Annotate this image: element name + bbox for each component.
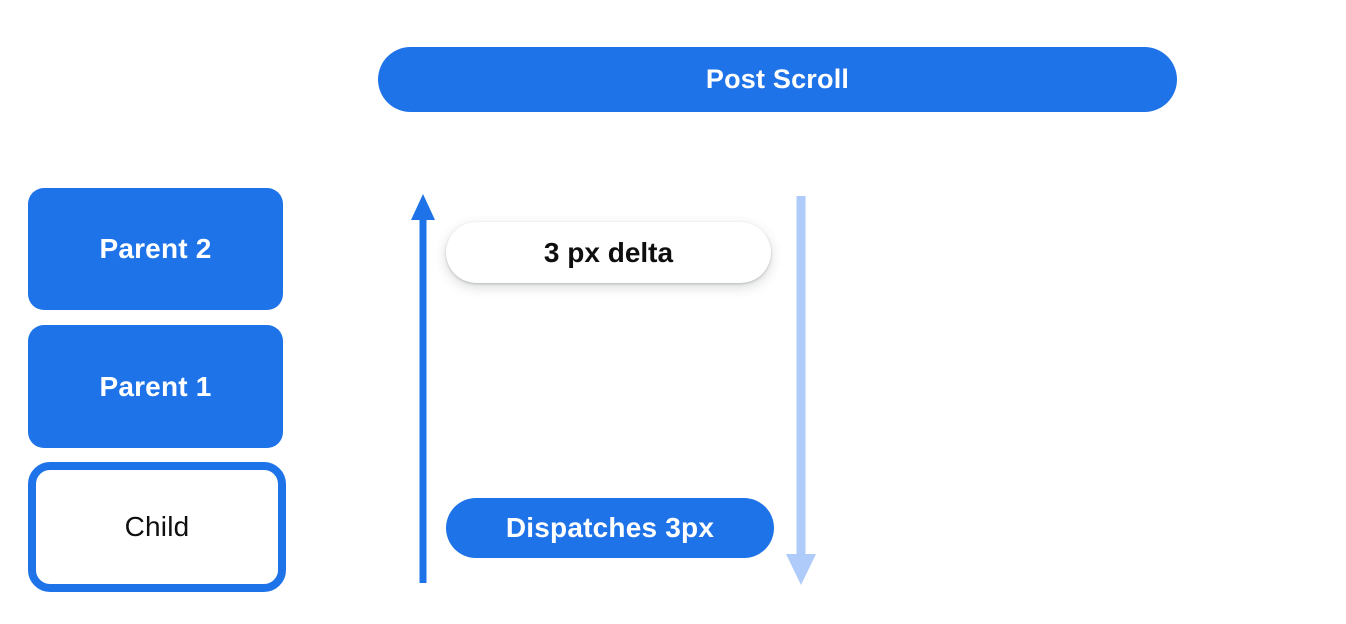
post-scroll-label: Post Scroll: [705, 64, 850, 94]
post-scroll-pill: Post Scroll: [378, 47, 1177, 112]
child-box: Child: [28, 462, 286, 592]
child-label: Child: [124, 511, 190, 542]
down-arrow-icon: [786, 196, 816, 585]
delta-pill: 3 px delta: [446, 222, 771, 283]
up-arrow-icon: [411, 194, 435, 583]
dispatch-label: Dispatches 3px: [505, 512, 715, 543]
parent-2-label: Parent 2: [99, 233, 212, 264]
parent-1-box: Parent 1: [28, 325, 283, 448]
dispatch-pill: Dispatches 3px: [446, 498, 774, 558]
parent-1-label: Parent 1: [99, 370, 212, 402]
parent-2-box: Parent 2: [28, 188, 283, 310]
delta-label: 3 px delta: [543, 236, 674, 268]
